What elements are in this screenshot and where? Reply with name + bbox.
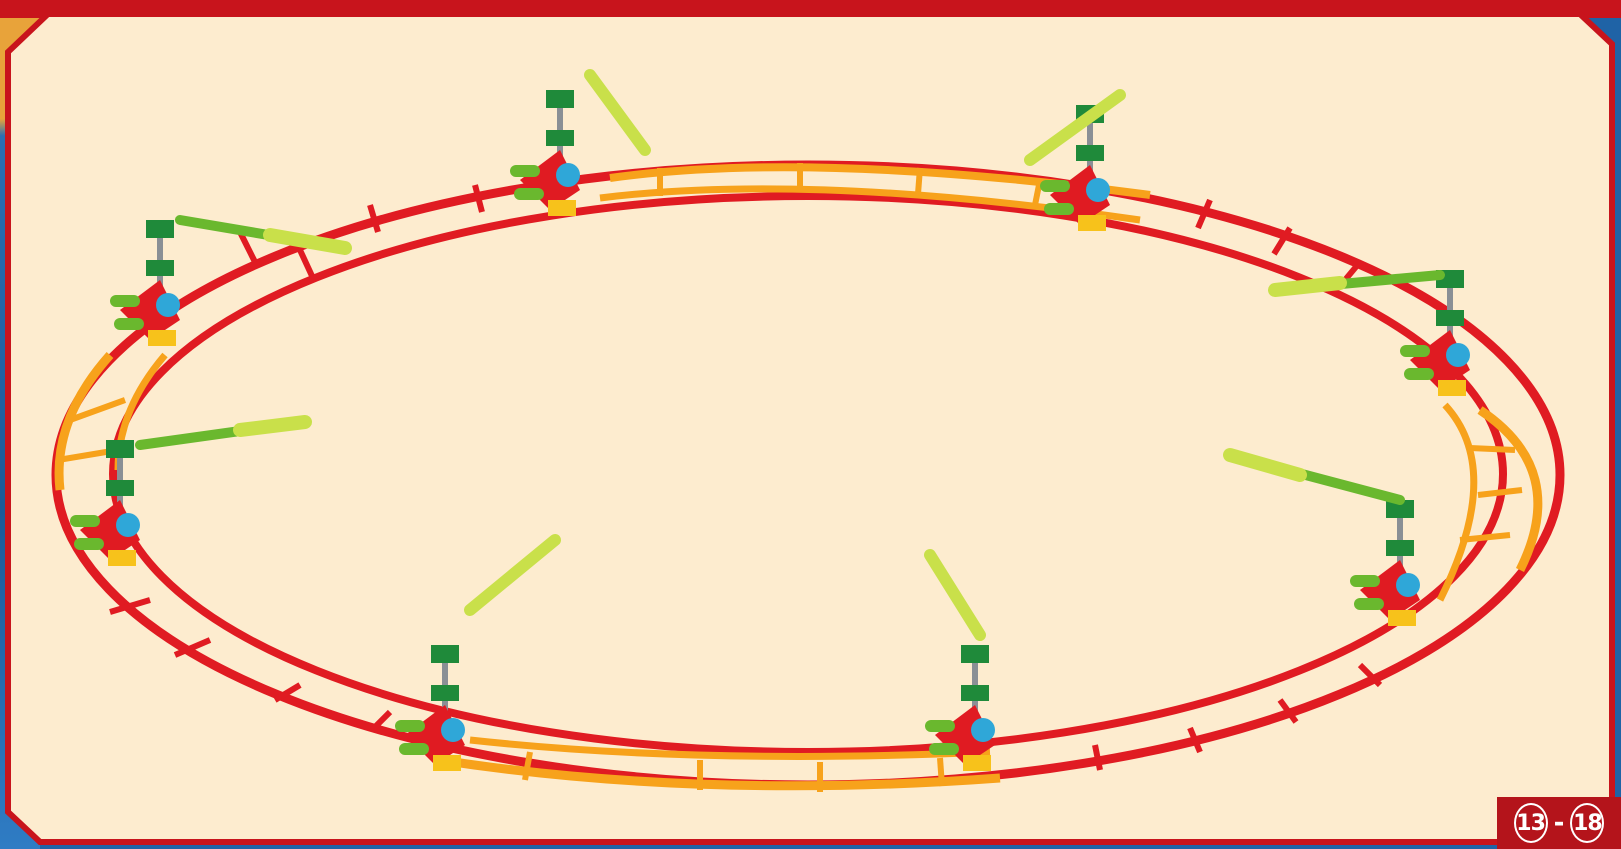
step-from-number: 13 [1516,805,1546,841]
step-to-badge: 18 [1570,803,1604,843]
step-to-number: 18 [1572,805,1602,841]
step-range-badge: 13 - 18 [1497,797,1621,849]
step-range-separator: - [1554,808,1565,838]
step-from-badge: 13 [1514,803,1548,843]
